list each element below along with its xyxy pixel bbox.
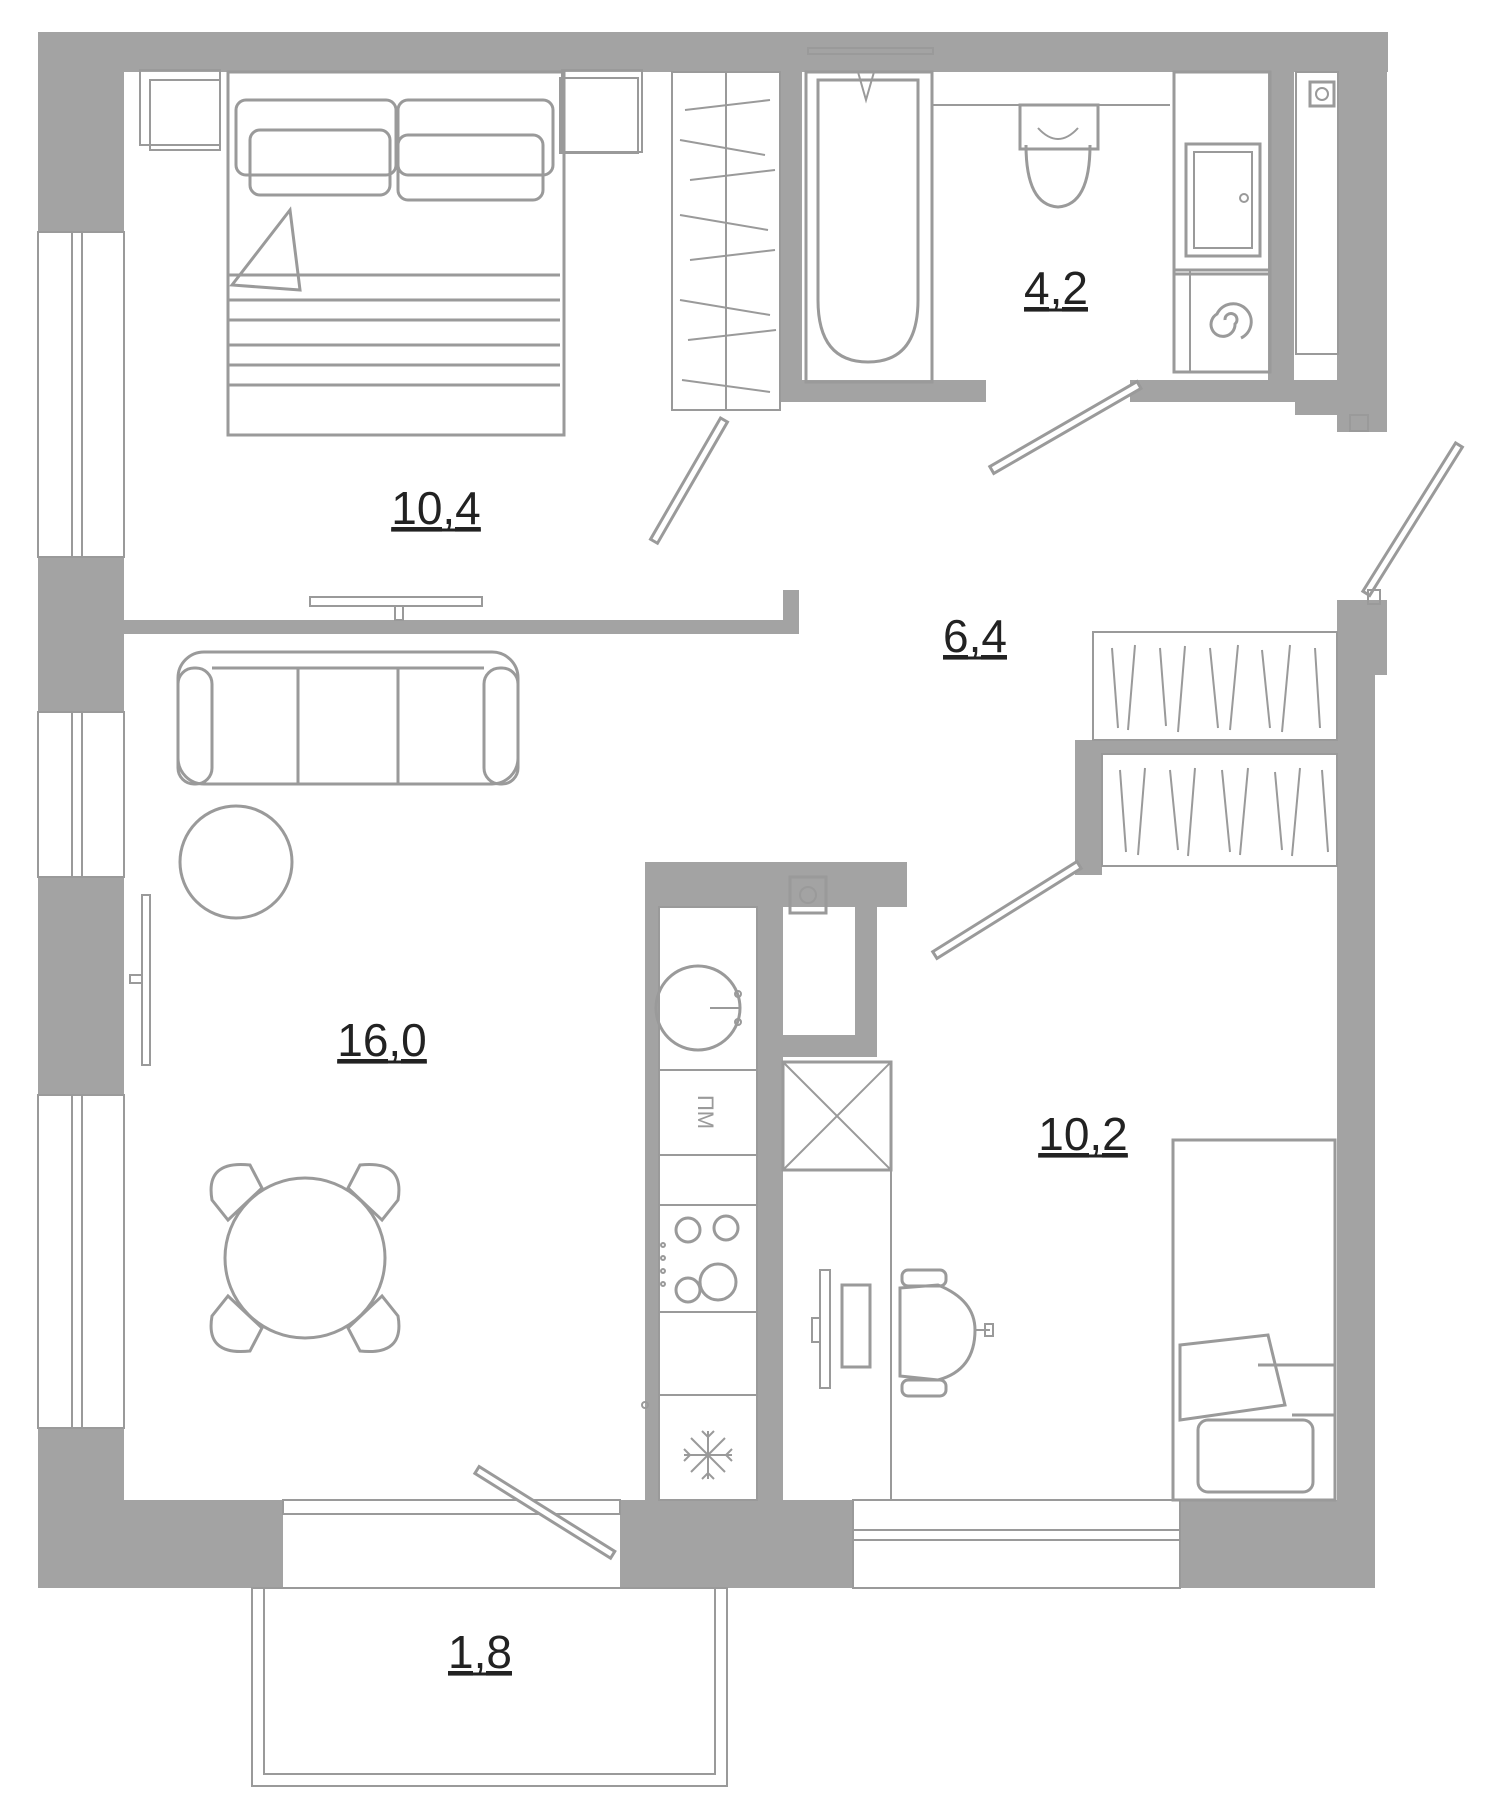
kitchen-counter [658, 906, 758, 1501]
outer-walls [38, 32, 1388, 1588]
coffee-table [178, 804, 294, 920]
ventilation-duct [781, 1060, 893, 1500]
bathroom-shaft [1295, 71, 1369, 432]
sofa [176, 650, 520, 786]
dining-set [209, 1162, 401, 1354]
interior-walls [124, 72, 1375, 1500]
washing-machine [1172, 268, 1272, 374]
toilet [932, 103, 1170, 209]
second-bedroom-area: 10,2 [1038, 1108, 1128, 1160]
bathtub [804, 47, 934, 384]
kitchen-sink [654, 964, 742, 1052]
desk-chair [898, 1268, 994, 1398]
hob [660, 1214, 740, 1304]
dishwasher-label: ПМ [693, 1095, 718, 1129]
hallway-area: 6,4 [943, 610, 1007, 662]
dishwasher: ПМ [693, 1095, 718, 1129]
kitchen-shaft [788, 875, 828, 915]
tv-stand [309, 596, 483, 621]
desk [811, 1269, 872, 1389]
washbasin [1172, 70, 1272, 276]
bathroom-area: 4,2 [1024, 262, 1088, 314]
wall-tv [129, 894, 151, 1066]
single-bed [1171, 1138, 1337, 1502]
snowflake-icon [683, 1430, 733, 1480]
hall-wardrobe [1092, 631, 1338, 867]
bedroom-area: 10,4 [391, 482, 481, 534]
balcony-area: 1,8 [448, 1626, 512, 1678]
fridge [641, 1401, 733, 1480]
doors [472, 379, 1465, 1561]
left-windows [37, 231, 125, 1429]
living-kitchen-area: 16,0 [337, 1014, 427, 1066]
balcony [251, 1587, 728, 1787]
double-bed [139, 69, 643, 437]
bedroom-wardrobe [671, 71, 781, 411]
